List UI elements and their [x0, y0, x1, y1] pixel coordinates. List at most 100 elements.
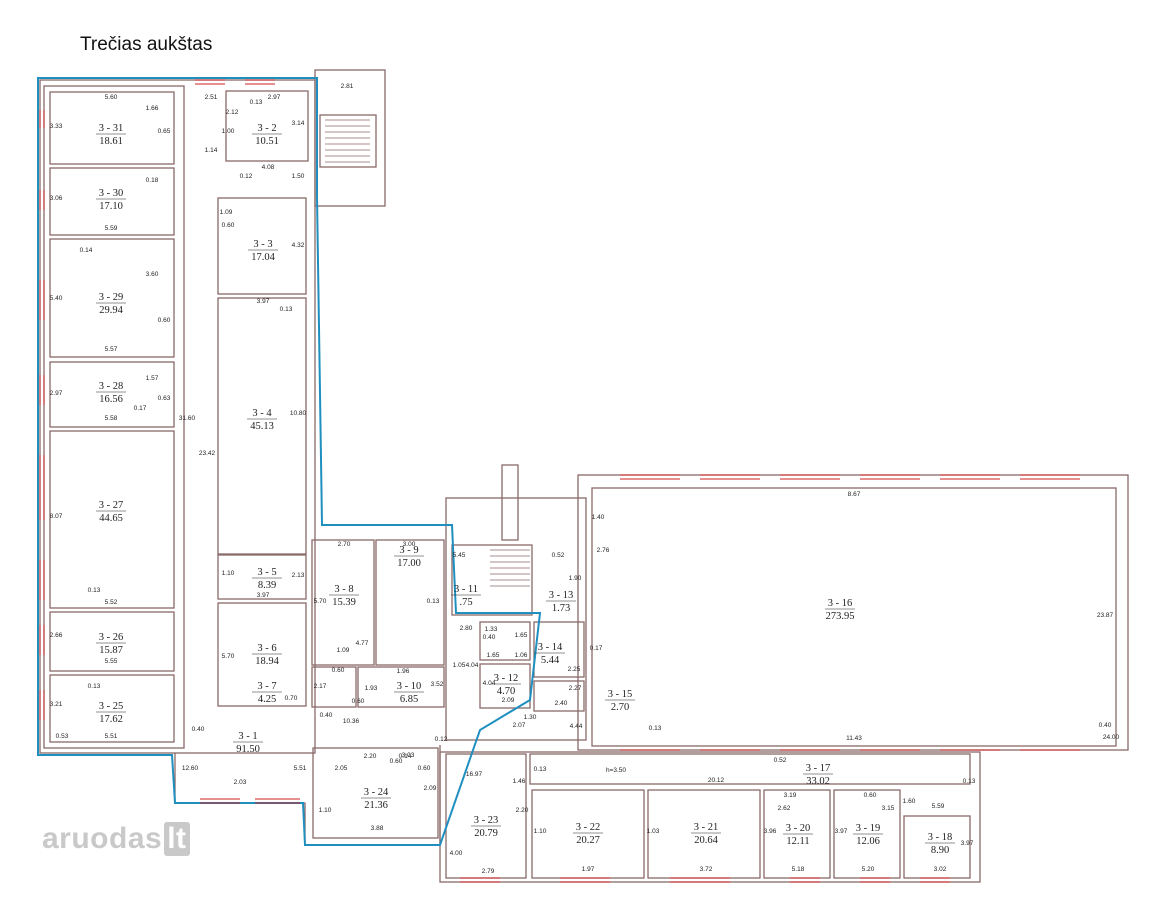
dimension-label: 1.10 — [319, 807, 332, 814]
dimension-label: 0.17 — [134, 405, 147, 412]
dimension-label: 1.40 — [592, 514, 605, 521]
room-area: .75 — [459, 597, 472, 608]
room-area: 2.70 — [611, 702, 629, 713]
room-area: 33.02 — [806, 776, 830, 787]
room-area: 20.79 — [474, 828, 498, 839]
plan-title: Trečias aukštas — [80, 34, 213, 55]
dimension-label: 1.05 — [453, 662, 466, 669]
room-id: 3 - 3 — [253, 239, 272, 250]
dimension-label: 0.70 — [285, 695, 298, 702]
dimension-label: 0.40 — [1099, 722, 1112, 729]
dimension-label: 0.60 — [390, 758, 403, 765]
room-id: 3 - 31 — [99, 123, 124, 134]
room-id: 3 - 20 — [786, 823, 811, 834]
room-id: 3 - 24 — [364, 787, 389, 798]
dimension-label: 0.13 — [963, 778, 976, 785]
dimension-label: 1.65 — [515, 632, 528, 639]
dimension-label: 1.14 — [205, 147, 218, 154]
dimension-label: 0.12 — [435, 736, 448, 743]
room-id: 3 - 2 — [257, 123, 276, 134]
room-id: 3 - 5 — [257, 567, 276, 578]
dimension-label: 3.97 — [961, 840, 974, 847]
dimension-label: 3.06 — [50, 195, 63, 202]
room-id: 3 - 12 — [494, 673, 519, 684]
room-area: 15.39 — [332, 597, 356, 608]
room-area: 18.94 — [255, 656, 279, 667]
dimension-label: 0.13 — [250, 99, 263, 106]
room-area: 8.90 — [931, 845, 949, 856]
dimension-label: 2.97 — [50, 390, 63, 397]
dimension-label: 2.79 — [482, 868, 495, 875]
room-area: 273.95 — [826, 611, 855, 622]
dimension-label: 12.60 — [182, 765, 199, 772]
dimension-label: 0.60 — [158, 317, 171, 324]
dimension-label: 5.70 — [222, 653, 235, 660]
dimension-label: 0.60 — [332, 667, 345, 674]
dimension-label: 0.60 — [352, 698, 365, 705]
room-id: 3 - 22 — [576, 822, 601, 833]
dimension-label: 11.43 — [846, 735, 862, 742]
room-id: 3 - 19 — [856, 823, 881, 834]
dimension-label: 1.90 — [569, 575, 582, 582]
dimension-label: 20.12 — [708, 777, 725, 784]
watermark-text: aruodas — [42, 822, 163, 855]
dimension-label: 2.40 — [555, 700, 568, 707]
dimension-label: 5.18 — [792, 866, 805, 873]
room-id: 3 - 26 — [99, 632, 124, 643]
dimension-label: 3.14 — [292, 120, 305, 127]
dimension-label: 5.70 — [314, 598, 327, 605]
dimension-label: 2.20 — [516, 807, 529, 814]
room-id: 3 - 14 — [538, 642, 563, 653]
room-area: 6.85 — [400, 694, 418, 705]
dimension-label: 8.67 — [848, 491, 861, 498]
dimension-label: 5.57 — [105, 346, 118, 353]
room-id: 3 - 13 — [549, 590, 574, 601]
dimension-label: 2.20 — [364, 753, 377, 760]
room-area: 44.65 — [99, 513, 123, 524]
dimension-labels: 5.601.663.330.652.510.132.972.123.141.00… — [50, 83, 1120, 875]
dimension-label: 2.27 — [569, 685, 582, 692]
dimension-label: 2.13 — [292, 572, 305, 579]
dimension-label: 0.52 — [552, 552, 565, 559]
dimension-label: 0.14 — [399, 753, 412, 760]
dimension-label: 1.09 — [220, 209, 233, 216]
dimension-label: 0.60 — [864, 792, 877, 799]
watermark-suffix: lt — [164, 822, 190, 856]
room-id: 3 - 23 — [474, 815, 499, 826]
dimension-label: 23.42 — [199, 450, 216, 457]
room-area: 17.04 — [251, 252, 275, 263]
room-area: 4.70 — [497, 686, 515, 697]
dimension-label: 1.96 — [397, 668, 410, 675]
dimension-label: 2.62 — [778, 805, 791, 812]
dimension-label: 0.13 — [649, 725, 662, 732]
dimension-label: 2.66 — [50, 632, 63, 639]
dimension-label: 1.06 — [515, 652, 528, 659]
dimension-label: 16.97 — [466, 771, 483, 778]
dimension-label: 8.07 — [50, 513, 63, 520]
dimension-label: 24.00 — [1103, 734, 1120, 741]
room-area: 20.27 — [576, 835, 600, 846]
dimension-label: 2.09 — [424, 785, 437, 792]
dimension-label: 2.12 — [226, 109, 239, 116]
dimension-label: 0.40 — [320, 712, 333, 719]
dimension-label: 1.03 — [647, 828, 660, 835]
room-id: 3 - 18 — [928, 832, 953, 843]
dimension-label: 3.97 — [257, 592, 270, 599]
dimension-label: 0.12 — [240, 173, 253, 180]
dimension-label: 1.57 — [146, 375, 159, 382]
dimension-label: 31.60 — [179, 415, 196, 422]
room-id: 3 - 28 — [99, 381, 124, 392]
dimension-label: 2.97 — [268, 94, 281, 101]
dimension-label: 0.13 — [427, 598, 440, 605]
room-area: 17.62 — [99, 714, 123, 725]
room-area: 8.39 — [258, 580, 276, 591]
dimension-label: 1.65 — [487, 652, 500, 659]
dimension-label: 3.00 — [403, 541, 416, 548]
room-id: 3 - 27 — [99, 500, 124, 511]
dimension-label: 23.87 — [1097, 612, 1114, 619]
apartment-boundary — [37, 77, 542, 846]
dimension-label: 5.51 — [105, 733, 118, 740]
dimension-label: 0.65 — [158, 128, 171, 135]
